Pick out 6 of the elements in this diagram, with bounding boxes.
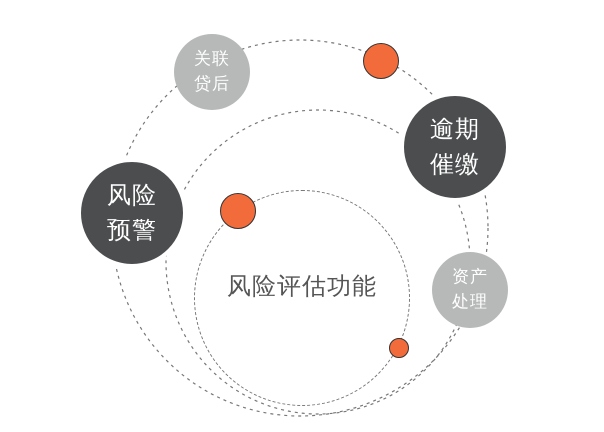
- accent-dot: [363, 43, 399, 79]
- node-label: 关联贷后: [193, 48, 231, 96]
- node-label: 逾期催缴: [428, 114, 481, 180]
- node-label: 风险评估功能: [226, 270, 378, 302]
- node-label: 资产处理: [451, 266, 489, 314]
- node-label: 风险预警: [106, 180, 158, 246]
